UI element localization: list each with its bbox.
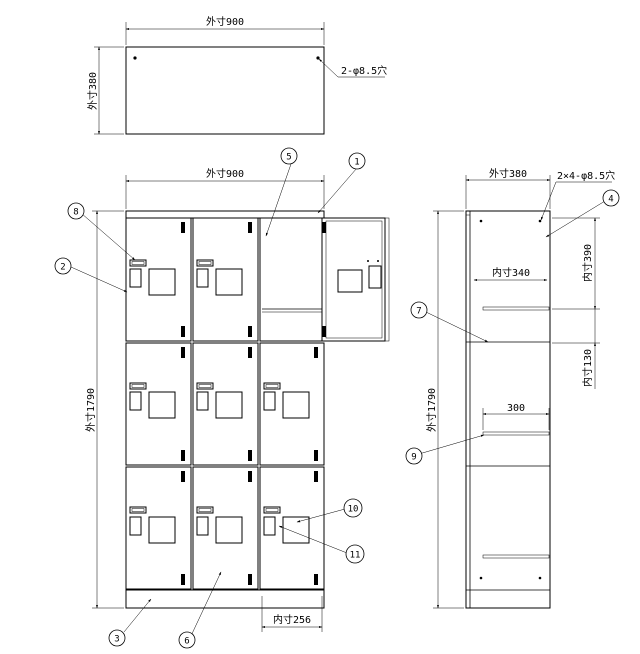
top-hole-label: 2-φ8.5穴 bbox=[341, 64, 387, 77]
svg-text:9: 9 bbox=[411, 453, 416, 463]
svg-text:8: 8 bbox=[73, 208, 78, 218]
svg-text:10: 10 bbox=[348, 505, 359, 515]
base-plinth bbox=[125, 589, 325, 609]
side-height-label: 外寸1790 bbox=[425, 388, 438, 432]
callout-7: 7 bbox=[410, 301, 428, 319]
callout-2: 2 bbox=[54, 257, 72, 275]
front-width-label: 外寸900 bbox=[206, 167, 244, 180]
side-view: 外寸380 2×4-φ8.5穴 外寸1790 内寸340 内寸390 内寸130… bbox=[425, 167, 615, 609]
top-hole-left bbox=[133, 56, 137, 60]
shelf-depth-label: 300 bbox=[507, 403, 525, 414]
inner-depth-label: 内寸340 bbox=[492, 266, 530, 279]
top-depth-label: 外寸380 bbox=[86, 72, 99, 110]
svg-text:2: 2 bbox=[60, 263, 65, 273]
hinges bbox=[181, 222, 318, 585]
inner-height-130-label: 内寸130 bbox=[581, 349, 594, 387]
side-depth-label: 外寸380 bbox=[489, 167, 527, 180]
side-hole-label: 2×4-φ8.5穴 bbox=[557, 169, 615, 182]
svg-text:4: 4 bbox=[608, 195, 613, 205]
callout-4: 4 bbox=[602, 189, 620, 207]
inner-height-390-label: 内寸390 bbox=[581, 244, 594, 282]
front-view: 外寸900 外寸1790 内寸256 bbox=[84, 167, 390, 632]
svg-text:6: 6 bbox=[184, 637, 189, 647]
svg-text:7: 7 bbox=[416, 307, 421, 317]
svg-text:5: 5 bbox=[286, 153, 291, 163]
svg-text:3: 3 bbox=[114, 635, 119, 645]
callout-3: 3 bbox=[108, 629, 126, 647]
callout-5: 5 bbox=[280, 147, 298, 165]
inner-width-label: 内寸256 bbox=[273, 613, 311, 626]
open-compartment bbox=[259, 217, 325, 342]
top-width-label: 外寸900 bbox=[206, 15, 244, 28]
callout-10: 10 bbox=[343, 498, 363, 518]
svg-text:11: 11 bbox=[350, 551, 361, 561]
callout-1: 1 bbox=[348, 152, 366, 170]
top-panel bbox=[125, 46, 325, 135]
opened-door bbox=[321, 217, 390, 342]
front-height-label: 外寸1790 bbox=[84, 388, 97, 432]
callout-11: 11 bbox=[345, 544, 365, 564]
side-panel bbox=[465, 210, 551, 609]
callout-8: 8 bbox=[67, 202, 85, 220]
callout-6: 6 bbox=[178, 631, 196, 649]
callout-9: 9 bbox=[405, 447, 423, 465]
top-view: 外寸900 外寸380 2-φ8.5穴 bbox=[86, 15, 387, 135]
side-shelf bbox=[482, 306, 550, 311]
top-rail bbox=[125, 210, 325, 219]
door-hardware bbox=[129, 259, 310, 544]
callouts: 1 2 3 4 5 6 7 8 9 10 11 bbox=[54, 147, 620, 649]
svg-text:1: 1 bbox=[354, 158, 359, 168]
side-shelf bbox=[482, 431, 550, 436]
side-shelf bbox=[482, 554, 550, 559]
